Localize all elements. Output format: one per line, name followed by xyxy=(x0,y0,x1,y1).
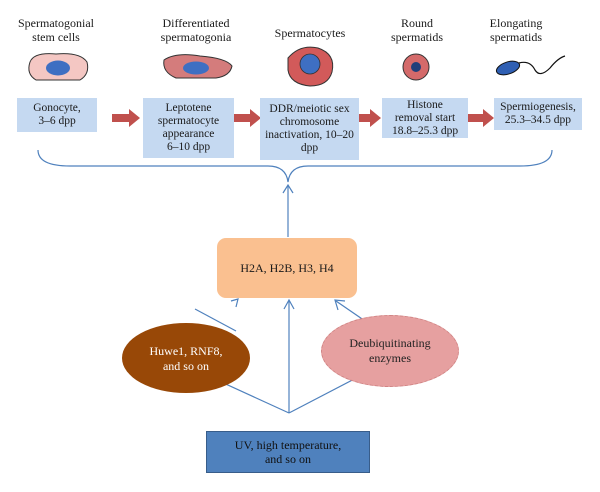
cell-label-line1: Elongating xyxy=(489,16,543,30)
cell-label-line2: spermatids xyxy=(391,30,443,44)
spermatocyte-icon xyxy=(287,46,334,87)
stage-box-leptotene: Leptotene spermatocyte appearance 6–10 d… xyxy=(143,98,234,158)
cell-label-line1: Spermatogonial xyxy=(18,16,94,30)
cell-label-round: Round spermatids xyxy=(372,16,462,44)
stage-box-spermiogenesis: Spermiogenesis, 25.3–34.5 dpp xyxy=(494,98,582,130)
stage-box-histone-removal: Histone removal start 18.8–25.3 dpp xyxy=(382,98,468,138)
stage-line: removal start xyxy=(394,111,456,124)
cell-label-line2: spermatogonia xyxy=(160,30,232,44)
stage-box-gonocyte: Gonocyte, 3–6 dpp xyxy=(17,98,97,132)
stress-line1: UV, high temperature, xyxy=(234,438,342,452)
cell-label-line1: Spermatocytes xyxy=(274,26,346,40)
stage-line: inactivation, 10–20 xyxy=(265,129,354,141)
cell-label-spermatocytes: Spermatocytes xyxy=(262,26,358,40)
round-spermatid-icon xyxy=(402,53,430,81)
stage-line: chromosome xyxy=(279,116,340,128)
histone-label: H2A, H2B, H3, H4 xyxy=(240,260,334,275)
stage-line: appearance xyxy=(162,128,215,140)
cell-label-differentiated: Differentiated spermatogonia xyxy=(136,16,256,44)
stage-brace xyxy=(37,149,553,183)
cell-label-line2: spermatids xyxy=(490,30,542,44)
cell-label-spermatogonial: Spermatogonial stem cells xyxy=(4,16,108,44)
stage-arrow-3 xyxy=(355,109,381,127)
stress-box: UV, high temperature, and so on xyxy=(206,431,370,473)
cell-label-line1: Differentiated xyxy=(162,16,230,30)
stage-line: Leptotene xyxy=(165,102,212,114)
elongating-spermatid-icon xyxy=(495,55,566,76)
stage-arrow-1 xyxy=(112,109,140,127)
stage-line: 3–6 dpp xyxy=(38,115,76,127)
stage-line: DDR/meiotic sex xyxy=(269,103,350,115)
stress-line2: and so on xyxy=(264,452,311,466)
histone-box: H2A, H2B, H3, H4 xyxy=(217,238,357,298)
stage-line: Gonocyte, xyxy=(33,102,81,114)
stage-line: dpp xyxy=(300,142,319,154)
stage-arrow-4 xyxy=(467,109,494,127)
cell-label-line2: stem cells xyxy=(32,30,80,44)
cell-label-line1: Round xyxy=(400,16,433,30)
stage-line: 25.3–34.5 dpp xyxy=(504,114,572,126)
cell-label-elongating: Elongating spermatids xyxy=(470,16,562,44)
deub-line1: Deubiquitinating xyxy=(349,336,431,350)
spermatogonial-stem-cell-icon xyxy=(28,53,89,81)
stage-line: spermatocyte xyxy=(157,115,220,127)
ligase-line1: Huwe1, RNF8, xyxy=(149,344,223,358)
stage-arrow-2 xyxy=(234,109,261,127)
stage-line: Histone xyxy=(407,98,443,111)
stage-line: 18.8–25.3 dpp xyxy=(391,124,459,137)
differentiated-spermatogonia-icon xyxy=(163,54,233,79)
stage-line: 6–10 dpp xyxy=(166,141,211,153)
stage-line: Spermiogenesis, xyxy=(500,101,576,113)
stage-box-ddr: DDR/meiotic sex chromosome inactivation,… xyxy=(260,98,359,160)
deubiquitinating-enzymes-ellipse: Deubiquitinating enzymes xyxy=(321,315,459,387)
ligase-line2: and so on xyxy=(162,359,209,373)
ubiquitin-ligase-ellipse: Huwe1, RNF8, and so on xyxy=(122,323,250,393)
deub-line2: enzymes xyxy=(369,351,411,365)
